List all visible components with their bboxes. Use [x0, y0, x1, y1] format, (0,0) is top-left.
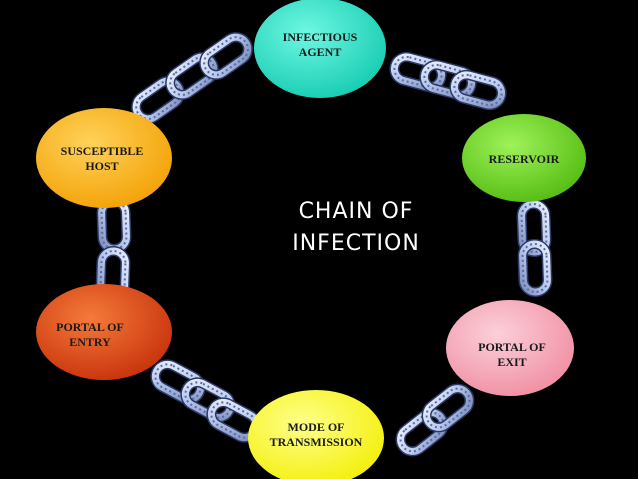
node-portal-of-exit [446, 300, 574, 396]
node-portal-of-entry [36, 284, 172, 380]
chain-link [422, 384, 475, 432]
diagram-title: CHAIN OF INFECTION [292, 199, 420, 256]
chain-agent-to-reservoir [392, 54, 505, 108]
node-mode-of-transmission [248, 390, 384, 479]
chain-reservoir-to-exit [521, 204, 548, 293]
node-infectious-agent [254, 0, 386, 98]
label-reservoir: RESERVOIR [488, 152, 560, 166]
node-reservoir [462, 114, 586, 202]
node-susceptible-host [36, 108, 172, 208]
chain-mode-to-entry [151, 360, 261, 442]
chain-link [199, 32, 252, 79]
chain-host-to-agent [131, 32, 252, 123]
chain-link [422, 62, 475, 98]
chain-link [452, 72, 505, 108]
chain-exit-to-mode [396, 384, 475, 456]
